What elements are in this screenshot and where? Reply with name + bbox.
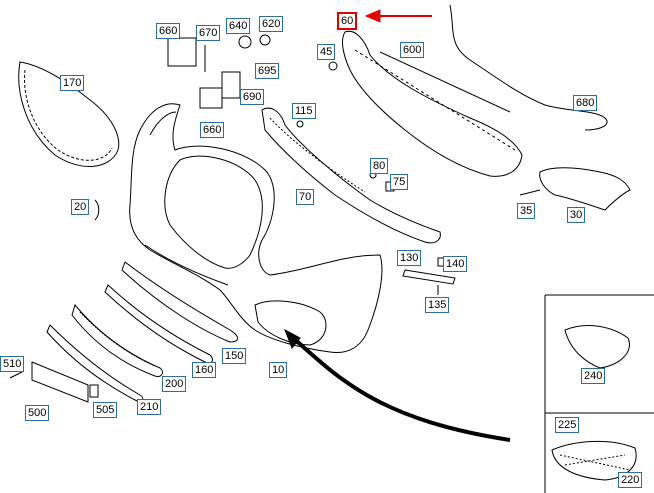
part-label-70[interactable]: 70: [296, 189, 315, 205]
sensor-660: [167, 37, 197, 67]
bracket-690: [221, 71, 241, 99]
screw-510: [9, 371, 23, 379]
part-label-500[interactable]: 500: [25, 405, 50, 421]
part-label-670[interactable]: 670: [196, 25, 221, 41]
plate-500: [31, 361, 89, 403]
module-660b: [199, 87, 223, 109]
part-label-115[interactable]: 115: [292, 103, 316, 119]
screw-35: [519, 189, 541, 196]
strip-130: [402, 269, 456, 285]
part-label-80[interactable]: 80: [370, 158, 389, 174]
strip-210: [46, 324, 144, 402]
part-label-130[interactable]: 130: [397, 250, 422, 266]
part-label-135[interactable]: 135: [425, 297, 450, 313]
part-label-695[interactable]: 695: [255, 63, 280, 79]
part-label-600[interactable]: 600: [400, 42, 425, 58]
grille-240: [564, 325, 630, 369]
part-label-75[interactable]: 75: [390, 174, 409, 190]
part-label-680[interactable]: 680: [573, 95, 598, 111]
part-label-660-lower[interactable]: 660: [200, 122, 225, 138]
part-label-45[interactable]: 45: [317, 44, 336, 60]
part-label-620[interactable]: 620: [259, 16, 284, 32]
clip-505: [89, 384, 99, 398]
part-label-170[interactable]: 170: [60, 75, 85, 91]
part-label-505[interactable]: 505: [93, 402, 118, 418]
part-label-220[interactable]: 220: [618, 472, 643, 488]
part-label-640[interactable]: 640: [226, 18, 251, 34]
part-label-160[interactable]: 160: [192, 362, 217, 378]
part-label-10[interactable]: 10: [269, 362, 288, 378]
part-label-35[interactable]: 35: [517, 203, 536, 219]
highlight-arrow: [364, 9, 432, 23]
part-label-210[interactable]: 210: [137, 399, 162, 415]
part-label-30[interactable]: 30: [567, 207, 586, 223]
bracket-30: [539, 167, 631, 211]
grille-220: [551, 441, 637, 481]
strip-160: [104, 284, 213, 364]
part-label-200[interactable]: 200: [162, 376, 187, 392]
part-label-225[interactable]: 225: [555, 417, 580, 433]
clip-20: [94, 199, 100, 221]
clip-45: [328, 61, 338, 71]
part-label-60[interactable]: 60: [337, 12, 358, 30]
strip-150: [121, 261, 238, 343]
part-label-510[interactable]: 510: [0, 356, 25, 372]
part-label-690[interactable]: 690: [240, 89, 265, 105]
bracket-70: [261, 107, 441, 244]
grille-200: [71, 303, 163, 377]
screw-115: [296, 120, 304, 128]
part-label-660[interactable]: 660: [156, 23, 181, 39]
sensor-640: [238, 35, 252, 49]
part-label-140[interactable]: 140: [443, 256, 468, 272]
part-label-150[interactable]: 150: [222, 348, 247, 364]
bumper-cover-10: [129, 103, 383, 354]
carrier-600: [342, 30, 523, 177]
part-label-240[interactable]: 240: [581, 368, 606, 384]
sensor-620: [259, 34, 271, 46]
wiring-680: [449, 4, 608, 131]
part-label-20[interactable]: 20: [71, 199, 90, 215]
